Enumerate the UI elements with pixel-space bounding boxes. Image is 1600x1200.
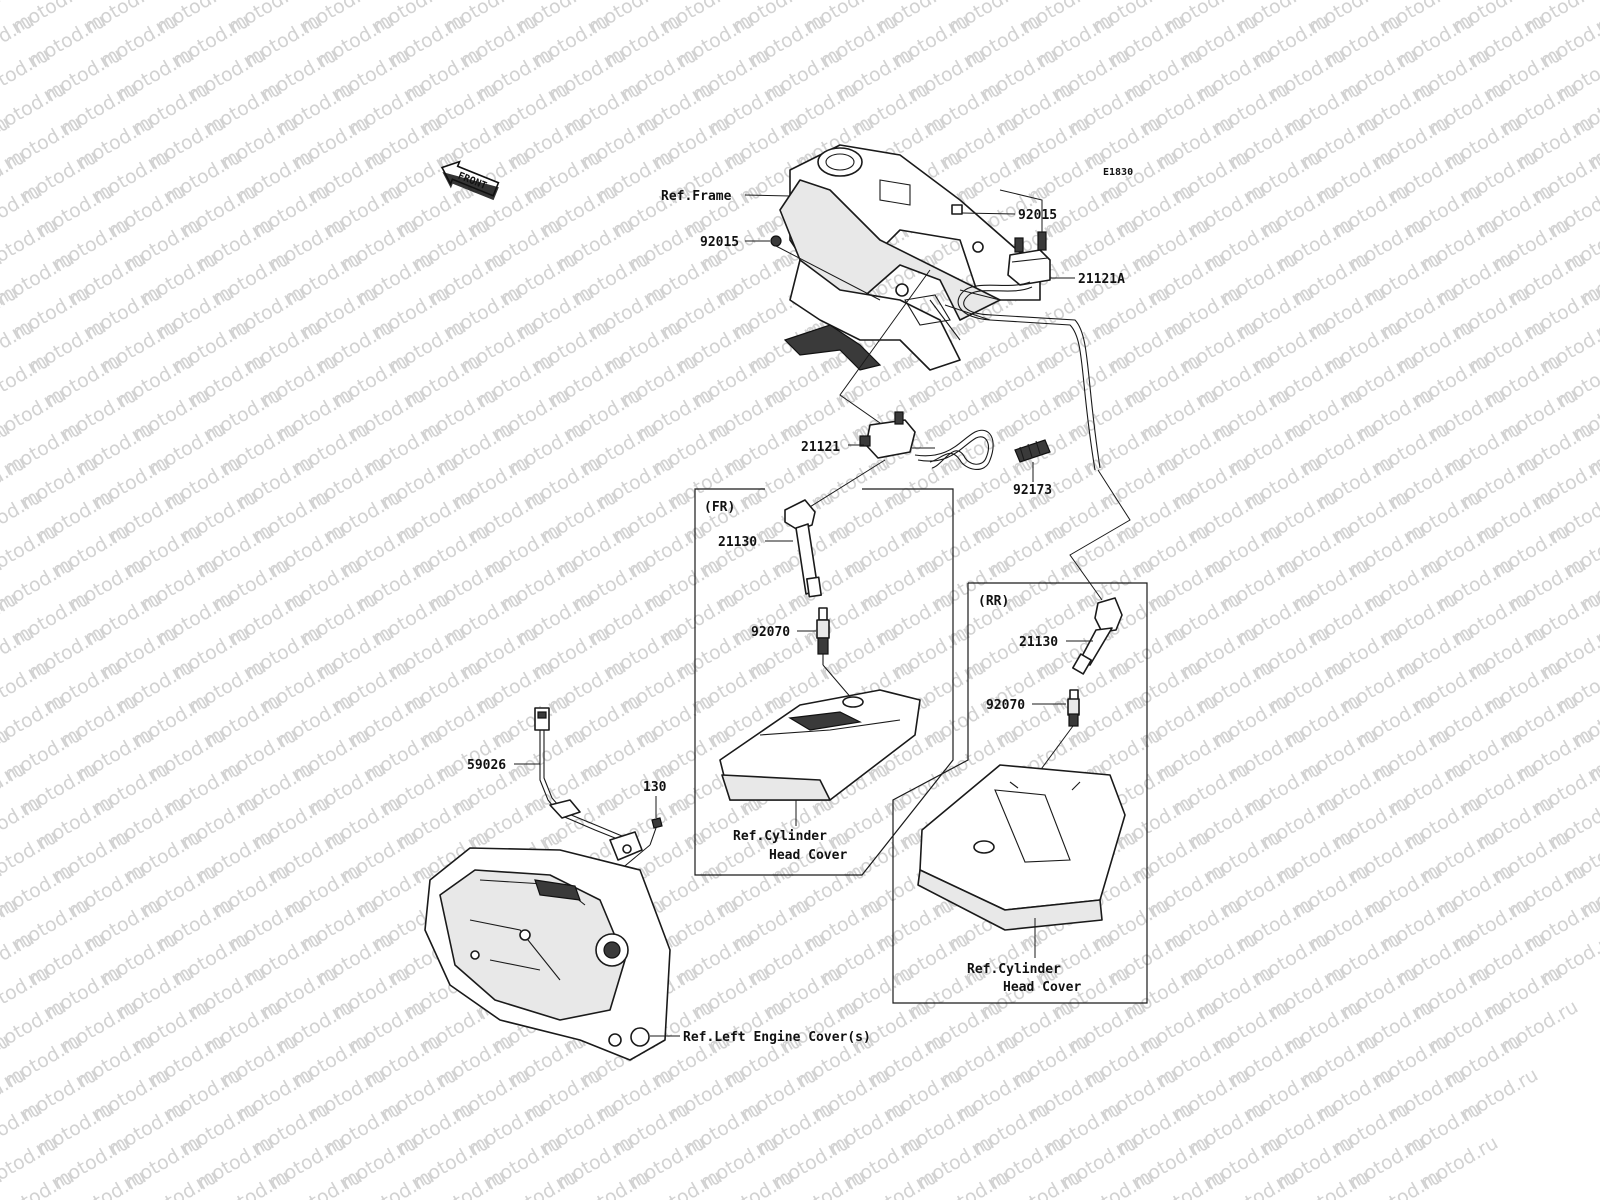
label-59026: 59026 <box>467 758 506 773</box>
cylinder-head-cover-front <box>719 689 921 801</box>
label-ref-head-fr-2: Head Cover <box>769 848 847 863</box>
left-engine-cover <box>424 847 671 1061</box>
label-21130-fr: 21130 <box>718 535 757 550</box>
label-130: 130 <box>643 780 667 795</box>
label-92015-left: 92015 <box>700 235 739 250</box>
spark-plug-92070-rear <box>1067 689 1080 727</box>
label-group-fr: (FR) <box>704 500 735 515</box>
label-ref-head-rr-1: Ref.Cylinder <box>967 962 1061 977</box>
stick-coil-21130-rear <box>1072 597 1123 675</box>
label-21121: 21121 <box>801 440 840 455</box>
rear-group-box <box>892 582 1148 1004</box>
stick-coil-21130-front <box>784 499 822 598</box>
label-21130-rr: 21130 <box>1019 635 1058 650</box>
diagram-code: E1830 <box>1103 167 1133 178</box>
label-ref-left-cover: Ref.Left Engine Cover(s) <box>683 1030 871 1045</box>
clamp-92173 <box>1014 439 1051 463</box>
label-ref-head-fr-1: Ref.Cylinder <box>733 829 827 844</box>
label-92070-fr: 92070 <box>751 625 790 640</box>
label-ref-head-rr-2: Head Cover <box>1003 980 1081 995</box>
bolt-130 <box>649 817 663 846</box>
label-21121A: 21121A <box>1078 272 1125 287</box>
label-92015-top: 92015 <box>1018 208 1057 223</box>
label-group-rr: (RR) <box>978 594 1009 609</box>
bolt-92015-top <box>951 204 963 215</box>
front-arrow-icon: FRONT <box>440 160 500 201</box>
front-group-box <box>694 488 954 876</box>
ignition-coil-21121 <box>859 411 935 459</box>
frame-part <box>779 144 1041 371</box>
ignition-coil-21121A <box>1007 231 1051 286</box>
cylinder-head-cover-rear <box>917 764 1126 931</box>
label-92173: 92173 <box>1013 483 1052 498</box>
pickup-coil-59026 <box>534 707 643 861</box>
label-ref-frame: Ref.Frame <box>661 189 732 204</box>
label-92070-rr: 92070 <box>986 698 1025 713</box>
spark-plug-92070-front <box>816 607 830 665</box>
bolt-92015-left <box>770 235 782 247</box>
